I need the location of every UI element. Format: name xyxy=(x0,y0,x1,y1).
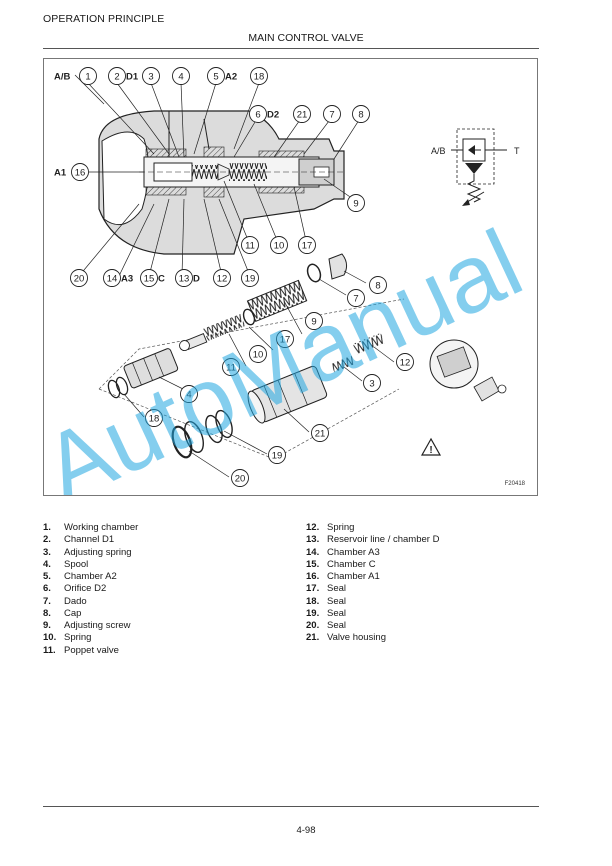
svg-text:7: 7 xyxy=(353,294,358,305)
svg-text:3: 3 xyxy=(369,379,374,390)
svg-text:12: 12 xyxy=(400,358,411,369)
svg-text:A/B: A/B xyxy=(54,72,71,83)
legend-item: 13.Reservoir line / chamber D xyxy=(306,534,440,546)
part-spring-12 xyxy=(352,332,385,355)
figure-id: F20418 xyxy=(504,481,525,487)
svg-text:15: 15 xyxy=(144,274,155,285)
svg-text:21: 21 xyxy=(315,429,326,440)
legend-item: 19.Seal xyxy=(306,607,347,619)
legend-item: 15.Chamber C xyxy=(306,558,376,570)
valve-drawing: ! xyxy=(54,67,520,487)
legend-column-2: 12.Spring 13.Reservoir line / chamber D … xyxy=(306,522,439,645)
legend-column-1: 1.Working chamber 2.Channel D1 3.Adjusti… xyxy=(43,522,138,657)
svg-text:10: 10 xyxy=(253,350,264,361)
section-title: OPERATION PRINCIPLE xyxy=(43,13,165,25)
inset-detail: ! xyxy=(420,339,507,456)
svg-text:21: 21 xyxy=(297,110,308,121)
legend-item: 16.Chamber A1 xyxy=(306,571,380,582)
part-valve-housing xyxy=(247,365,328,424)
svg-text:7: 7 xyxy=(329,110,334,121)
svg-text:20: 20 xyxy=(235,474,246,485)
page-number: 4-98 xyxy=(296,825,316,836)
legend-item: 3.Adjusting spring xyxy=(43,546,132,558)
hydraulic-symbol xyxy=(451,128,507,206)
legend-item: 2.Channel D1 xyxy=(43,534,115,546)
svg-text:13: 13 xyxy=(179,274,190,285)
svg-text:18: 18 xyxy=(149,414,160,425)
legend-item: 14.Chamber A3 xyxy=(306,546,380,558)
svg-text:4: 4 xyxy=(178,72,183,83)
svg-text:C: C xyxy=(158,274,165,285)
svg-text:5: 5 xyxy=(213,72,218,83)
svg-text:19: 19 xyxy=(245,274,256,285)
part-poppet-valve xyxy=(179,333,208,352)
svg-text:20: 20 xyxy=(74,274,85,285)
svg-text:11: 11 xyxy=(226,363,236,374)
svg-text:14: 14 xyxy=(107,274,118,285)
svg-text:A3: A3 xyxy=(121,274,133,285)
svg-text:3: 3 xyxy=(148,72,153,83)
legend-item: 12.Spring xyxy=(306,522,355,533)
svg-text:D2: D2 xyxy=(267,110,279,121)
svg-text:4: 4 xyxy=(186,390,191,401)
svg-text:6: 6 xyxy=(255,110,260,121)
svg-text:9: 9 xyxy=(311,317,316,328)
svg-text:17: 17 xyxy=(302,241,313,252)
svg-text:17: 17 xyxy=(280,335,291,346)
part-adjusting-screw xyxy=(246,279,308,323)
part-seal-7 xyxy=(306,263,322,283)
svg-text:11: 11 xyxy=(245,241,255,252)
legend-item: 20.Seal xyxy=(306,620,347,631)
svg-text:16: 16 xyxy=(75,168,86,179)
legend-item: 5.Chamber A2 xyxy=(43,571,117,582)
svg-text:!: ! xyxy=(429,445,432,456)
exploded-view xyxy=(98,253,405,460)
part-cap xyxy=(328,253,348,280)
header-rule xyxy=(43,48,539,49)
svg-text:D: D xyxy=(193,274,200,285)
legend-item: 9.Adjusting screw xyxy=(43,620,131,631)
part-spring-10 xyxy=(203,313,246,341)
svg-text:8: 8 xyxy=(375,281,380,292)
svg-text:18: 18 xyxy=(254,72,265,83)
svg-text:9: 9 xyxy=(353,199,358,210)
leader-lines xyxy=(74,74,395,478)
part-spool xyxy=(123,348,179,389)
page-title: MAIN CONTROL VALVE xyxy=(248,32,364,44)
svg-text:A1: A1 xyxy=(54,168,67,179)
legend-item: 4.Spool xyxy=(43,558,89,570)
warning-icon xyxy=(420,437,442,456)
svg-text:D1: D1 xyxy=(126,72,139,83)
legend-item: 7.Dado xyxy=(43,595,87,607)
legend-item: 17.Seal xyxy=(306,583,347,595)
svg-text:A2: A2 xyxy=(225,72,237,83)
svg-text:2: 2 xyxy=(114,72,119,83)
svg-text:8: 8 xyxy=(358,110,363,121)
callouts: 1 2 3 4 5 18 6 21 7 8 16 9 11 10 17 20 1… xyxy=(54,67,520,487)
legend-item: 1.Working chamber xyxy=(43,522,139,533)
legend-item: 18.Seal xyxy=(306,595,347,607)
legend-item: 10.Spring xyxy=(43,632,92,644)
part-spring-3 xyxy=(331,355,355,373)
svg-text:1: 1 xyxy=(85,72,90,83)
svg-text:A/B: A/B xyxy=(431,146,446,156)
footer-rule xyxy=(43,806,539,807)
svg-text:T: T xyxy=(514,146,520,156)
legend-item: 21.Valve housing xyxy=(306,632,386,644)
legend-item: 11.Poppet valve xyxy=(43,644,119,656)
legend-item: 6.Orifice D2 xyxy=(43,583,107,595)
cross-section xyxy=(98,110,345,255)
svg-text:10: 10 xyxy=(274,241,285,252)
legend-item: 8.Cap xyxy=(43,607,82,619)
svg-text:12: 12 xyxy=(217,274,228,285)
valve-figure: ! xyxy=(43,58,538,496)
svg-text:19: 19 xyxy=(272,451,283,462)
